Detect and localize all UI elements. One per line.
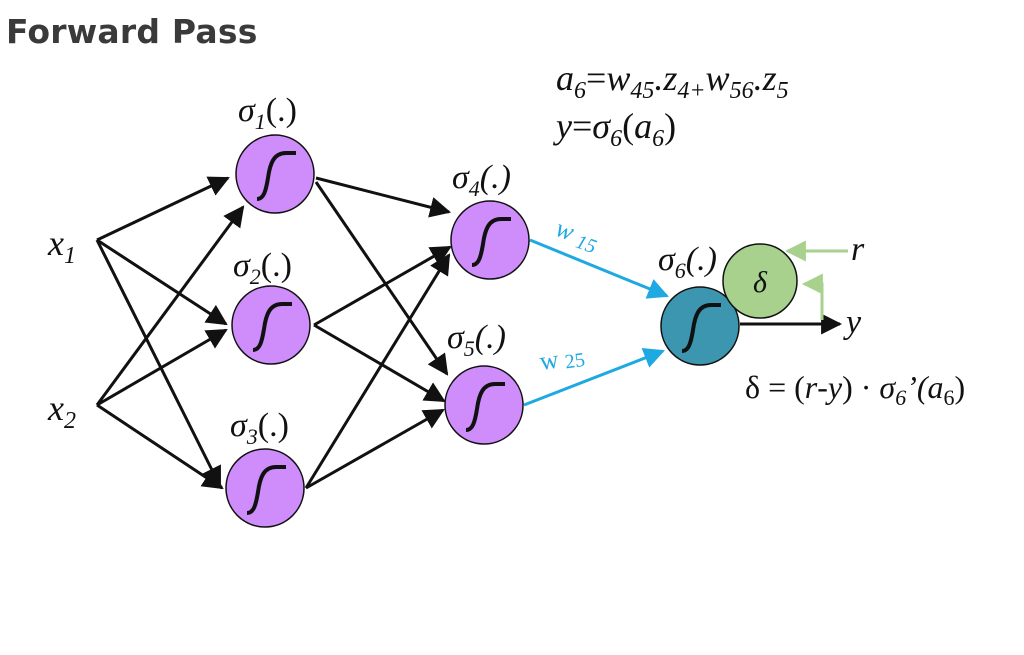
- edge-x2-n3: [96, 403, 224, 490]
- output-value-label: y: [843, 304, 862, 341]
- node-2: [231, 285, 311, 365]
- sigmoid-icon: [256, 151, 296, 201]
- edge-x2-n2: [96, 328, 228, 407]
- node-5: [444, 365, 524, 445]
- node-label-6: σ6(.): [658, 241, 717, 283]
- sigmoid-icon: [681, 303, 721, 353]
- edge-n2-n4: [313, 245, 452, 327]
- output-feedback-arrow: [801, 273, 824, 320]
- page-title: Forward Pass: [6, 12, 258, 51]
- target-label: r: [851, 231, 865, 268]
- edge-x2-n1: [95, 205, 245, 406]
- node-label-4: σ4(.): [452, 159, 511, 201]
- edge-n3-n4: [304, 253, 451, 489]
- input-label-x2: x2: [47, 388, 76, 434]
- sigmoid-icon: [465, 382, 505, 432]
- hidden-edges: [304, 176, 452, 490]
- edge-x1-n3: [95, 239, 222, 488]
- delta-node: δ: [722, 243, 798, 319]
- input-label-x1: x1: [47, 223, 76, 269]
- node-label-5: σ5(.): [447, 319, 506, 361]
- node-3: [225, 448, 305, 528]
- edge-n4-n6: [529, 238, 669, 299]
- weight-edges: [523, 238, 669, 407]
- feedback-arrows: [784, 240, 848, 320]
- equation-y: y=σ6(a6): [553, 106, 676, 152]
- edge-n2-n5: [313, 323, 446, 403]
- sigmoid-icon: [246, 465, 286, 515]
- node-1: [235, 134, 315, 214]
- equation-a6: a6=w45.z4+w56.z5: [556, 58, 789, 104]
- node-4: [450, 200, 530, 280]
- node-label-1: σ1(.): [238, 92, 297, 134]
- edge-x1-n2: [96, 238, 228, 326]
- node-6-output: [660, 286, 740, 366]
- sigmoid-icon: [252, 302, 292, 352]
- edge-n1-n4: [315, 176, 452, 218]
- input-edges: [95, 176, 245, 490]
- edge-n5-n6: [523, 348, 665, 407]
- sigmoid-icon: [471, 217, 511, 267]
- node-label-3: σ3(.): [230, 407, 289, 449]
- equation-delta: δ = (r-y) · σ6’(a6): [745, 369, 965, 410]
- edge-n3-n5: [305, 408, 445, 490]
- node-label-2: σ2(.): [233, 247, 292, 289]
- edge-x1-n1: [96, 176, 230, 242]
- delta-symbol: δ: [753, 266, 768, 299]
- edge-n1-n5: [314, 181, 449, 376]
